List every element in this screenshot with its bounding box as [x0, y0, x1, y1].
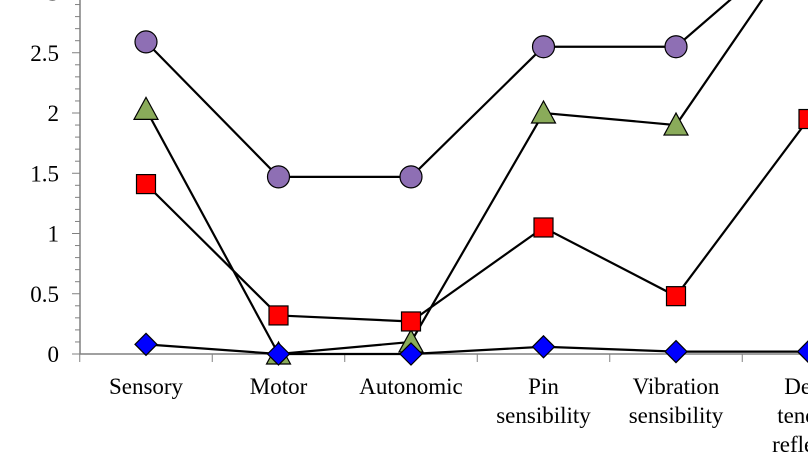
category-label-line: sensibility [629, 403, 724, 428]
x-category-label: Vibration sensibility [629, 374, 724, 428]
data-point-square [665, 286, 687, 307]
data-point-square [533, 217, 554, 238]
data-point-triangle [530, 99, 557, 124]
series-line-diamond [145, 343, 808, 356]
data-point-diamond [531, 334, 556, 359]
x-category-label: Motor [250, 374, 308, 399]
series-markers [132, 30, 808, 366]
x-category-label: Deep tendon reflexes [772, 374, 808, 455]
y-tick-label: 1.5 [30, 161, 59, 186]
data-point-diamond [399, 342, 423, 366]
category-label-line: reflexes [772, 432, 808, 455]
category-label-line: Sensory [109, 374, 184, 399]
data-point-square [135, 173, 157, 195]
category-label-line: tendon [777, 403, 808, 428]
data-point-circle [266, 165, 291, 189]
series-line-square [145, 118, 808, 323]
data-point-diamond [266, 342, 291, 366]
series-lines [145, 0, 808, 356]
y-tick-label: 0.5 [30, 282, 59, 307]
x-category-label: Sensory [109, 374, 184, 399]
y-tick-label: 3 [48, 0, 60, 6]
data-point-circle [664, 35, 688, 59]
chart-axes [72, 0, 808, 362]
data-point-diamond [134, 332, 158, 357]
x-category-label: Autonomic [359, 374, 463, 399]
category-label-line: Motor [250, 374, 308, 399]
x-category-label: Pin sensibility [496, 374, 591, 428]
y-tick-label: 2 [48, 101, 60, 126]
data-point-square [798, 108, 808, 130]
data-point-triangle [662, 111, 690, 136]
data-point-circle [134, 30, 158, 54]
data-point-square [400, 311, 422, 332]
y-tick-label: 2.5 [30, 41, 59, 66]
series-line-triangle [145, 0, 764, 356]
data-point-circle [531, 35, 556, 59]
y-tick-label: 1 [48, 222, 60, 247]
category-label-line: Vibration [633, 374, 720, 399]
data-point-square [268, 305, 289, 326]
y-tick-label: 0 [48, 342, 60, 367]
series-line-circle [145, 0, 732, 178]
category-label-line: Pin [528, 374, 559, 399]
data-point-diamond [664, 339, 688, 364]
category-label-line: Autonomic [359, 374, 463, 399]
data-point-circle [399, 165, 423, 189]
category-label-line: Deep [784, 374, 808, 399]
category-label-line: sensibility [496, 403, 591, 428]
y-tick-labels: 0 0.5 1 1.5 2 2.5 3 [30, 0, 59, 367]
data-point-diamond [796, 340, 808, 363]
data-point-triangle [132, 96, 160, 120]
